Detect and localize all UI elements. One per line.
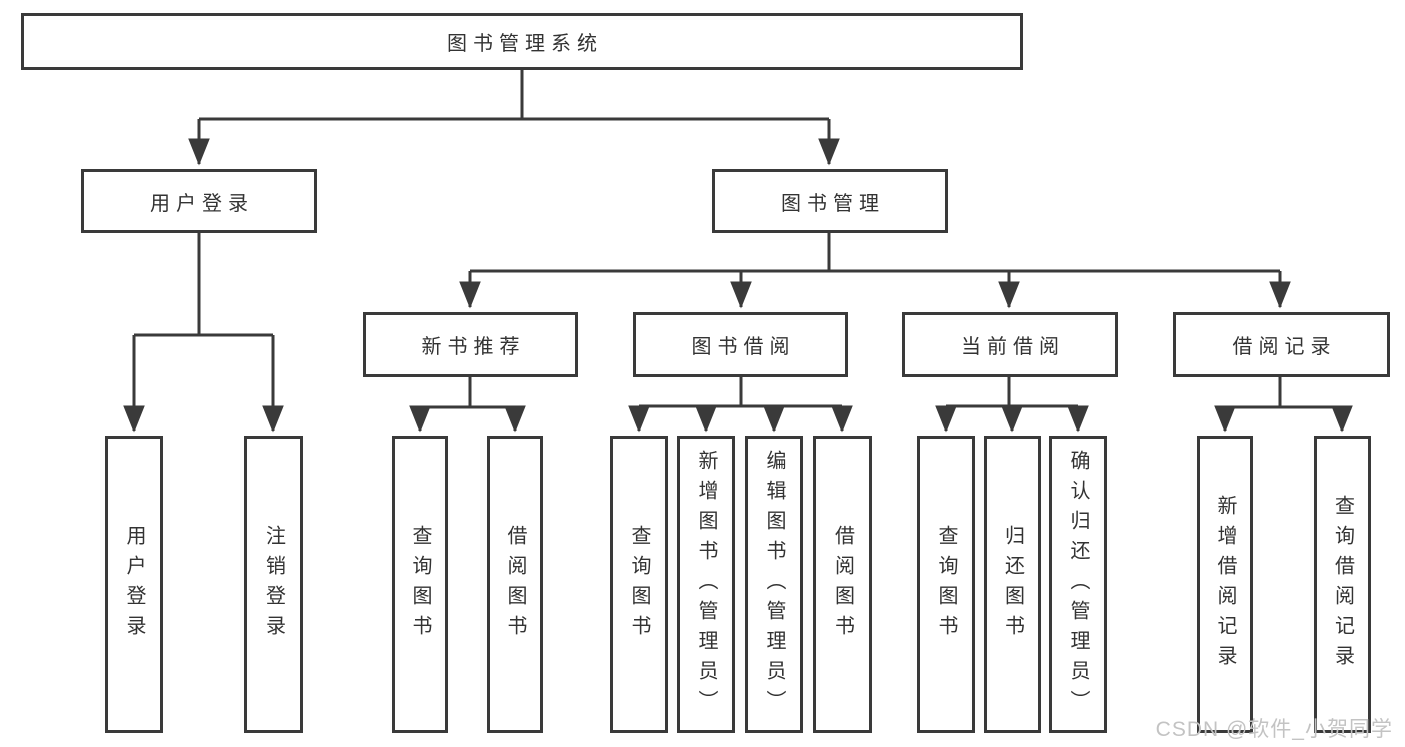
leaf-records-add-borrow-record: 新增借阅记录 [1197, 436, 1253, 733]
node-label: 借阅图书 [831, 524, 854, 645]
node-borrow-records: 借阅记录 [1173, 312, 1390, 377]
node-current-borrow: 当前借阅 [902, 312, 1118, 377]
node-label: 归还图书 [1001, 524, 1024, 645]
leaf-logout: 注销登录 [244, 436, 303, 733]
node-book-borrow: 图书借阅 [633, 312, 848, 377]
leaf-recommend-borrow-books: 借阅图书 [487, 436, 543, 733]
node-label: 借阅图书 [504, 524, 526, 645]
node-label: 新增图书（管理员） [695, 449, 717, 720]
leaf-current-confirm-return-admin: 确认归还（管理员） [1049, 436, 1107, 733]
node-label: 新增借阅记录 [1214, 494, 1236, 675]
leaf-borrow-borrow-books: 借阅图书 [813, 436, 872, 733]
node-library-management-system: 图书管理系统 [21, 13, 1023, 70]
leaf-current-return-books: 归还图书 [984, 436, 1041, 733]
node-label: 编辑图书（管理员） [763, 449, 785, 720]
leaf-records-query-borrow-record: 查询借阅记录 [1314, 436, 1371, 733]
leaf-borrow-add-books-admin: 新增图书（管理员） [677, 436, 735, 733]
leaf-user-login: 用户登录 [105, 436, 163, 733]
node-book-management: 图书管理 [712, 169, 948, 233]
node-user-login: 用户登录 [81, 169, 317, 233]
node-label: 借阅记录 [1232, 336, 1337, 358]
node-label: 用户登录 [150, 192, 254, 215]
watermark: CSDN @软件_小贺同学 [1155, 718, 1393, 741]
leaf-borrow-query-books: 查询图书 [610, 436, 668, 733]
leaf-recommend-query-books: 查询图书 [392, 436, 448, 733]
node-label: 用户登录 [123, 524, 145, 645]
node-new-book-recommend: 新书推荐 [363, 312, 578, 377]
node-label: 确认归还（管理员） [1067, 449, 1089, 720]
node-label: 注销登录 [262, 524, 285, 645]
node-label: 图书借阅 [691, 336, 796, 358]
node-label: 查询借阅记录 [1331, 494, 1354, 675]
node-label: 图书管理系统 [447, 33, 603, 55]
leaf-current-query-books: 查询图书 [917, 436, 975, 733]
node-label: 图书管理 [781, 192, 885, 215]
node-label: 查询图书 [628, 524, 650, 645]
node-label: 查询图书 [409, 524, 431, 645]
node-label: 新书推荐 [421, 336, 526, 358]
node-label: 当前借阅 [961, 336, 1065, 358]
node-label: 查询图书 [935, 524, 957, 645]
leaf-borrow-edit-books-admin: 编辑图书（管理员） [745, 436, 803, 733]
